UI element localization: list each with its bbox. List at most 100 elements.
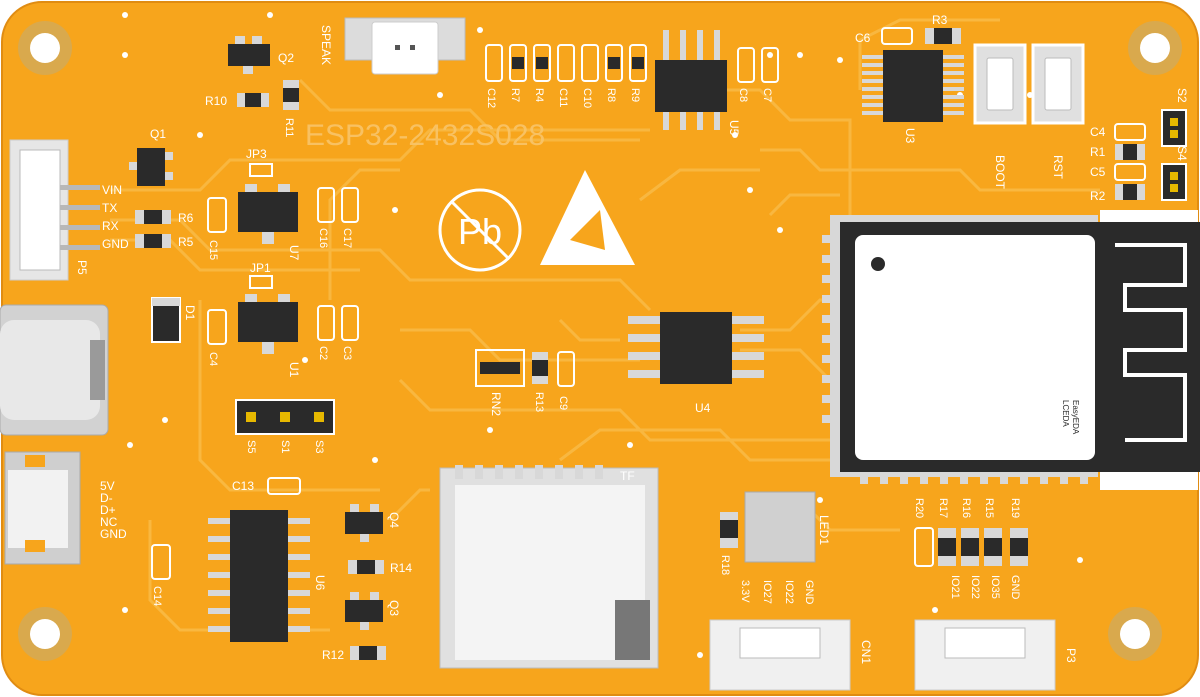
u1-regulator — [238, 294, 298, 354]
label-r13: R13 — [533, 392, 545, 412]
label-p5: P5 — [75, 260, 89, 275]
label-usb-5v: 5V — [100, 479, 115, 493]
jp1-jumper[interactable] — [249, 275, 273, 289]
jp3-jumper[interactable] — [249, 163, 273, 177]
c4-capacitor-left — [207, 309, 227, 345]
r13-resistor — [532, 352, 548, 384]
label-r11: R11 — [283, 118, 295, 137]
cn1-connector — [709, 619, 851, 691]
c6-capacitor — [881, 27, 913, 45]
label-r1: R1 — [1090, 145, 1106, 159]
label-u1: U1 — [287, 362, 301, 378]
label-speak: SPEAK — [319, 25, 333, 65]
rst-button[interactable] — [1031, 43, 1085, 125]
label-c4-right: C4 — [1090, 125, 1106, 139]
label-gnd-p5: GND — [102, 237, 129, 251]
label-c2: C2 — [317, 346, 329, 360]
label-vin: VIN — [102, 183, 122, 197]
label-r8: R8 — [605, 88, 617, 102]
r3-resistor — [925, 28, 961, 44]
label-r12: R12 — [322, 648, 344, 662]
label-c10: C10 — [581, 88, 593, 108]
label-d1: D1 — [183, 305, 197, 321]
u7-regulator — [238, 184, 298, 244]
top-passive-row — [485, 44, 647, 82]
label-c13: C13 — [232, 479, 254, 493]
r6-resistor — [135, 210, 171, 224]
label-r4: R4 — [533, 88, 545, 102]
c15-capacitor — [207, 197, 227, 233]
label-usb-nc: NC — [100, 515, 118, 529]
u4-chip — [628, 312, 764, 384]
label-c8: C8 — [737, 88, 749, 102]
esp32-shield — [855, 235, 1095, 460]
label-c9: C9 — [557, 396, 569, 410]
label-usb-gnd: GND — [100, 527, 127, 541]
pb-symbol-text: Pb — [458, 211, 502, 252]
label-c16: C16 — [317, 228, 329, 248]
label-cn1-gnd: GND — [803, 580, 815, 605]
label-s4: S4 — [1175, 146, 1189, 161]
label-c15: C15 — [207, 240, 219, 260]
label-cn1-io27: IO27 — [761, 580, 773, 604]
esd-warning-icon — [540, 170, 635, 265]
label-c14: C14 — [151, 586, 163, 606]
vias — [122, 12, 1083, 658]
label-r16: R16 — [960, 498, 972, 518]
usb-c-connector — [0, 304, 109, 436]
label-rn2: RN2 — [489, 392, 503, 416]
label-jp1: JP1 — [250, 261, 271, 275]
c16-capacitor — [317, 187, 335, 223]
label-jp3: JP3 — [246, 147, 267, 161]
r10-resistor — [237, 93, 269, 107]
label-c11: C11 — [557, 88, 569, 107]
label-u5: U5 — [727, 120, 741, 136]
label-c6: C6 — [855, 31, 871, 45]
label-p3-gnd: GND — [1009, 575, 1021, 600]
p3-connector — [914, 619, 1056, 691]
q3-transistor — [345, 592, 383, 630]
s2-jumper[interactable] — [1161, 109, 1187, 147]
label-u7: U7 — [287, 245, 301, 261]
c17-capacitor — [341, 187, 359, 223]
label-s5: S5 — [245, 440, 257, 453]
c2-capacitor — [317, 305, 335, 341]
micro-usb-connector — [4, 451, 81, 565]
s4-jumper[interactable] — [1161, 163, 1187, 201]
label-cn1-3v3: 3.3V — [739, 580, 751, 603]
label-cn1: CN1 — [859, 640, 873, 664]
right-passive-cluster — [1114, 123, 1146, 200]
label-r5: R5 — [178, 235, 194, 249]
label-q3: Q3 — [387, 600, 401, 616]
label-boot: BOOT — [993, 155, 1007, 190]
r18-resistor — [720, 512, 738, 548]
label-r14: R14 — [390, 561, 412, 575]
led1-rgb-led — [744, 491, 816, 563]
label-p3-io35: IO35 — [989, 575, 1001, 599]
p5-connector — [9, 139, 100, 281]
label-p3-io21: IO21 — [949, 575, 961, 599]
label-r10: R10 — [205, 94, 227, 108]
label-s2: S2 — [1175, 88, 1189, 103]
label-r20: R20 — [913, 498, 925, 518]
label-p3-io22: IO22 — [969, 575, 981, 599]
label-q4: Q4 — [387, 512, 401, 528]
label-r17: R17 — [937, 498, 949, 518]
label-rx: RX — [102, 219, 119, 233]
s5-s1-s3-header[interactable] — [235, 399, 335, 435]
c7-capacitor — [761, 47, 779, 83]
label-q1: Q1 — [150, 127, 166, 141]
c9-capacitor — [557, 351, 575, 387]
label-cn1-io22: IO22 — [783, 580, 795, 604]
r11-resistor — [283, 80, 299, 110]
c8-capacitor — [737, 47, 755, 83]
label-r18: R18 — [719, 555, 731, 575]
mounting-holes — [18, 21, 1182, 661]
label-rst: RST — [1051, 155, 1065, 180]
label-u3: U3 — [903, 128, 917, 144]
label-s3: S3 — [313, 440, 325, 453]
c3-capacitor — [341, 305, 359, 341]
label-r2: R2 — [1090, 189, 1106, 203]
boot-button[interactable] — [973, 43, 1027, 125]
u6-chip — [208, 510, 310, 642]
